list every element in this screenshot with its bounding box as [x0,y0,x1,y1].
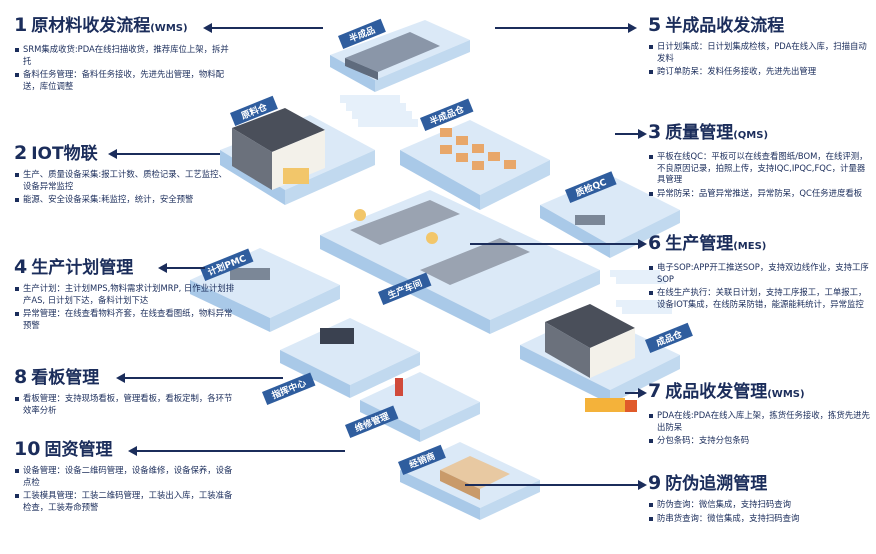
module-items: 防伪查询：微信集成，支持扫码查询防串货查询：微信集成，支持扫码查询 [648,499,870,524]
arrow-m8 [116,373,283,383]
module-item: 分包条码：支持分包条码 [648,435,870,447]
module-item: 电子SOP:APP开工推送SOP，支持双边线作业，支持工序SOP [648,262,870,285]
module-title-text: 固资管理 [44,440,113,460]
module-item: 防串货查询：微信集成，支持扫码查询 [648,513,870,525]
module-number: 4 [14,256,28,278]
arrow-m2 [108,149,220,159]
module-items: SRM集成收货:PDA在线扫描收货，推荐库位上架，拆并托备料任务管理：备料任务接… [14,44,234,92]
module-number: 6 [648,232,662,254]
module-number: 3 [648,121,662,143]
module-number: 10 [14,438,41,460]
module-item: 生产计划：主计划MPS,物料需求计划MRP, 日作业计划排产AS, 日计划下达，… [14,283,239,306]
arrow-m5 [495,23,637,33]
module-item: 生产、质量设备采集:报工计数、质检记录、工艺监控、设备异常监控 [14,169,229,192]
arrow-m3 [615,129,647,139]
arrow-m6 [470,239,647,249]
module-items: 生产计划：主计划MPS,物料需求计划MRP, 日作业计划排产AS, 日计划下达，… [14,283,239,331]
module-suffix: (WMS) [767,389,805,400]
module-suffix: (QMS) [733,130,769,141]
module-number: 7 [648,380,662,402]
module-suffix: (MES) [733,241,767,252]
module-item: 看板管理：支持现场看板，管理看板，看板定制，各环节效率分析 [14,393,234,416]
module-title-text: 防伪追溯管理 [665,474,768,494]
module-item: 能源、安全设备采集:耗监控，统计，安全预警 [14,194,229,206]
module-item: 备料任务管理：备料任务接收，先进先出管理，物料配送，库位调整 [14,69,234,92]
module-item: 跨订单防呆：发料任务接收，先进先出管理 [648,66,870,78]
module-title-text: 质量管理 [665,123,734,143]
module-items: 设备管理：设备二维码管理，设备维修，设备保养，设备点检工装模具管理：工装二维码管… [14,465,239,513]
arrow-m9 [465,480,647,490]
module-item: 防伪查询：微信集成，支持扫码查询 [648,499,870,511]
arrow-m10 [128,446,345,456]
module-item: 在线生产执行：关联日计划，支持工序报工，工单报工，设备IOT集成，在线防呆防错，… [648,287,870,310]
module-number: 8 [14,366,28,388]
module-item: 异常管理：在线查看物料齐套，在线查看图纸，物料异常预警 [14,308,239,331]
module-title-text: 半成品收发流程 [665,16,785,36]
module-items: 生产、质量设备采集:报工计数、质检记录、工艺监控、设备异常监控能源、安全设备采集… [14,169,229,206]
module-number: 2 [14,142,28,164]
arrow-m4 [158,263,205,273]
module-item: 异常防呆：品管异常推送，异常防呆，QC任务进度看板 [648,188,870,200]
module-items: 看板管理：支持现场看板，管理看板，看板定制，各环节效率分析 [14,393,234,416]
module-number: 5 [648,14,662,36]
module-title-text: 看板管理 [31,368,100,388]
isometric-platforms [190,20,680,520]
zone-label: 指挥中心 [270,377,308,402]
module-title-text: IOT物联 [31,144,98,164]
arrow-m1 [203,23,323,33]
arrow-m7 [625,388,647,398]
module-items: 日计划集成：日计划集成检核，PDA在线入库，扫描自动发料跨订单防呆：发料任务接收… [648,41,870,78]
module-title-text: 成品收发管理 [665,382,768,402]
module-title-text: 原材料收发流程 [31,16,151,36]
module-item: 平板在线QC：平板可以在线查看图纸/BOM，在线评测，不良原因记录，拍照上传，支… [648,151,870,186]
module-items: PDA在线:PDA在线入库上架，拣货任务接收，拣货先进先出防呆分包条码：支持分包… [648,410,870,447]
module-item: 设备管理：设备二维码管理，设备维修，设备保养，设备点检 [14,465,239,488]
module-suffix: (WMS) [150,23,188,34]
module-item: PDA在线:PDA在线入库上架，拣货任务接收，拣货先进先出防呆 [648,410,870,433]
module-number: 1 [14,14,28,36]
module-item: 日计划集成：日计划集成检核，PDA在线入库，扫描自动发料 [648,41,870,64]
module-title-text: 生产计划管理 [31,258,134,278]
module-item: SRM集成收货:PDA在线扫描收货，推荐库位上架，拆并托 [14,44,234,67]
module-number: 9 [648,472,662,494]
module-item: 工装模具管理：工装二维码管理，工装出入库，工装准备检查，工装寿命预警 [14,490,239,513]
module-items: 平板在线QC：平板可以在线查看图纸/BOM，在线评测，不良原因记录，拍照上传，支… [648,151,870,199]
module-title-text: 生产管理 [665,234,734,254]
